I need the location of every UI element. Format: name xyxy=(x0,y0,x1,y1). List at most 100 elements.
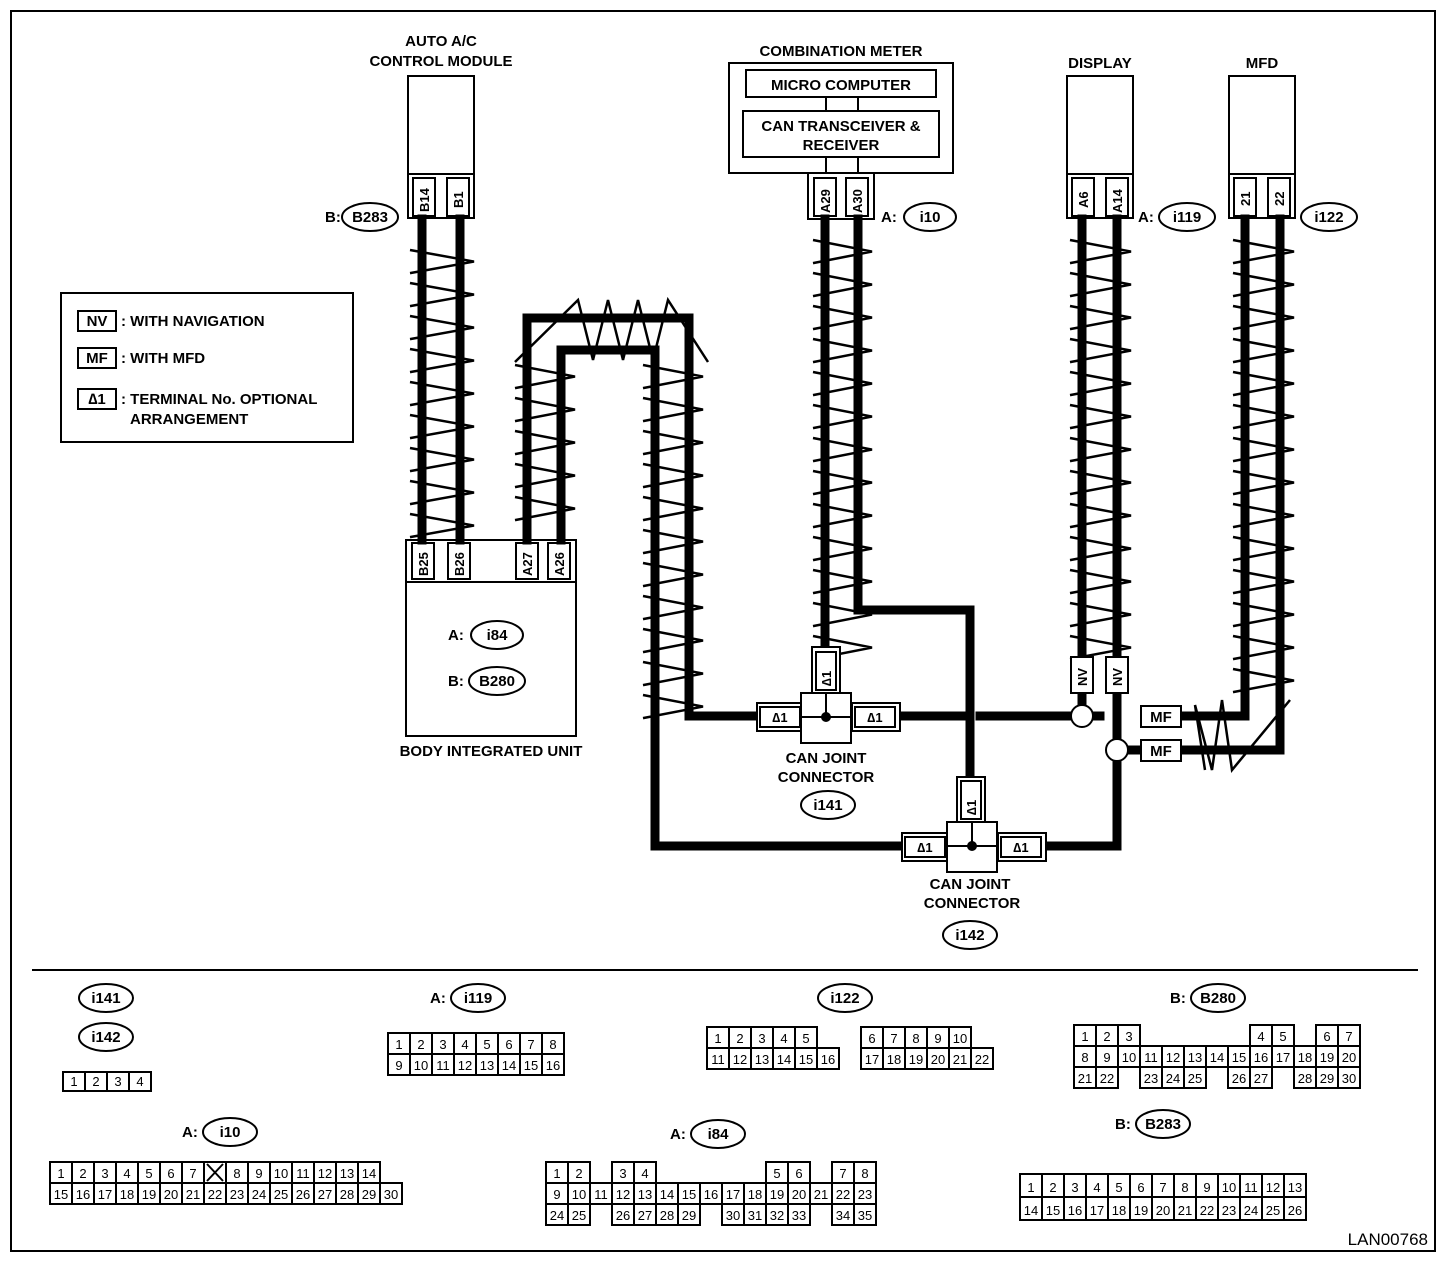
micro-computer-label: MICRO COMPUTER xyxy=(771,77,911,94)
pin-number: 28 xyxy=(1298,1071,1312,1086)
nv-tag-box xyxy=(1105,656,1129,694)
pin-number: 23 xyxy=(1144,1071,1158,1086)
auto-ac-module-box xyxy=(407,75,475,175)
pin-number: 4 xyxy=(461,1037,468,1052)
connector-prefix: A: xyxy=(182,1124,198,1141)
joint-node xyxy=(821,712,831,722)
pin-number: 32 xyxy=(770,1208,784,1223)
pin-number: 22 xyxy=(1200,1203,1214,1218)
pin-number: 5 xyxy=(483,1037,490,1052)
connector-id-oval xyxy=(1135,1109,1191,1139)
legend-text-mf: : WITH MFD xyxy=(121,350,205,367)
pin-number: 9 xyxy=(395,1058,402,1073)
pin-cell xyxy=(128,1071,152,1092)
pin-number: 29 xyxy=(1320,1071,1334,1086)
pin-number: 2 xyxy=(736,1031,743,1046)
pin-number: 18 xyxy=(887,1052,901,1067)
pin-number: 6 xyxy=(1323,1029,1330,1044)
mf-tag-label: MF xyxy=(1150,709,1172,726)
can-joint-2-title-line1: CAN JOINT xyxy=(930,876,1011,893)
diagram-frame xyxy=(10,10,1436,1252)
pin-number: 26 xyxy=(1232,1071,1246,1086)
pin-number: 15 xyxy=(524,1058,538,1073)
wire-mfd-21 xyxy=(1176,214,1250,721)
pin-number: 7 xyxy=(189,1166,196,1181)
mf-tag-label: MF xyxy=(1150,743,1172,760)
pin-number: 1 xyxy=(553,1166,560,1181)
pin-number: 2 xyxy=(1103,1029,1110,1044)
pin-number: 16 xyxy=(546,1058,560,1073)
nv-tag-box xyxy=(1070,656,1094,694)
pin-number: 4 xyxy=(123,1166,130,1181)
connector-id-label: i122 xyxy=(830,990,859,1007)
pin-number: 1 xyxy=(395,1037,402,1052)
pin-number: 23 xyxy=(1222,1203,1236,1218)
can-joint-connector-i142: ∆1 ∆1 ∆1 CAN JOINT CONNECTOR i142 xyxy=(901,776,1047,950)
pin-number: 21 xyxy=(814,1187,828,1202)
pin-number: 26 xyxy=(296,1187,310,1202)
pin-number: 17 xyxy=(1090,1203,1104,1218)
pin-number: 3 xyxy=(439,1037,446,1052)
pin-number: 22 xyxy=(836,1187,850,1202)
pin-number: 15 xyxy=(682,1187,696,1202)
biu-title: BODY INTEGRATED UNIT xyxy=(400,743,583,760)
can-transceiver-label-line1: CAN TRANSCEIVER & xyxy=(761,118,920,135)
pin-number: 5 xyxy=(145,1166,152,1181)
pin-number: 4 xyxy=(1093,1180,1100,1195)
twist-marker xyxy=(1232,238,1295,694)
pin-number: 10 xyxy=(953,1031,967,1046)
pin-number: 19 xyxy=(142,1187,156,1202)
pin-number: 9 xyxy=(255,1166,262,1181)
twist-marker xyxy=(409,248,475,539)
twisted-pair-markers xyxy=(409,238,1295,773)
pin-number: 3 xyxy=(101,1166,108,1181)
pin-number: 26 xyxy=(616,1208,630,1223)
pin-number: 5 xyxy=(773,1166,780,1181)
splice-point xyxy=(1070,704,1094,728)
connector-id-oval xyxy=(78,1022,134,1052)
pin-number: 2 xyxy=(79,1166,86,1181)
pin-number: 6 xyxy=(795,1166,802,1181)
combination-meter: COMBINATION METER MICRO COMPUTER CAN TRA… xyxy=(728,43,957,232)
connector-id-oval xyxy=(202,1117,258,1147)
pin-number: 11 xyxy=(1244,1180,1258,1195)
joint-node xyxy=(967,841,977,851)
pin-number: 5 xyxy=(1115,1180,1122,1195)
pin-number: 7 xyxy=(890,1031,897,1046)
pin-number: 8 xyxy=(549,1037,556,1052)
mf-tags: MF MF xyxy=(1140,705,1182,762)
pin-number: 33 xyxy=(792,1208,806,1223)
pin-number: 8 xyxy=(1081,1050,1088,1065)
pin-number: 19 xyxy=(1320,1050,1334,1065)
twist-marker xyxy=(1193,699,1291,773)
pin-number: 4 xyxy=(1257,1029,1264,1044)
pin-number: 19 xyxy=(909,1052,923,1067)
pin-number: 9 xyxy=(1203,1180,1210,1195)
pin-number: 34 xyxy=(836,1208,850,1223)
combination-meter-title: COMBINATION METER xyxy=(759,43,922,60)
pin-number: 18 xyxy=(1112,1203,1126,1218)
pin-number: 22 xyxy=(208,1187,222,1202)
pin-number: 16 xyxy=(76,1187,90,1202)
pin-number: 1 xyxy=(57,1166,64,1181)
pin-number: 19 xyxy=(1134,1203,1148,1218)
joint-pin-box xyxy=(904,836,946,858)
mfd-box xyxy=(1228,75,1296,175)
pin-number: 25 xyxy=(572,1208,586,1223)
pin-number: 7 xyxy=(1345,1029,1352,1044)
pin-number: 24 xyxy=(252,1187,266,1202)
pin-number: 1 xyxy=(1081,1029,1088,1044)
pin-cell xyxy=(1249,1066,1273,1089)
pin-number: 13 xyxy=(638,1187,652,1202)
pin-number: 15 xyxy=(1232,1050,1246,1065)
pin-cell xyxy=(816,1047,840,1070)
connector-id-i122: i122 xyxy=(1314,209,1343,226)
connector-id-b283: B283 xyxy=(352,209,388,226)
connector-prefix: B: xyxy=(448,673,464,690)
pin-number: 25 xyxy=(1188,1071,1202,1086)
connector-prefix: A: xyxy=(670,1126,686,1143)
pin-number: 22 xyxy=(975,1052,989,1067)
can-joint-1-title-line2: CONNECTOR xyxy=(778,769,875,786)
